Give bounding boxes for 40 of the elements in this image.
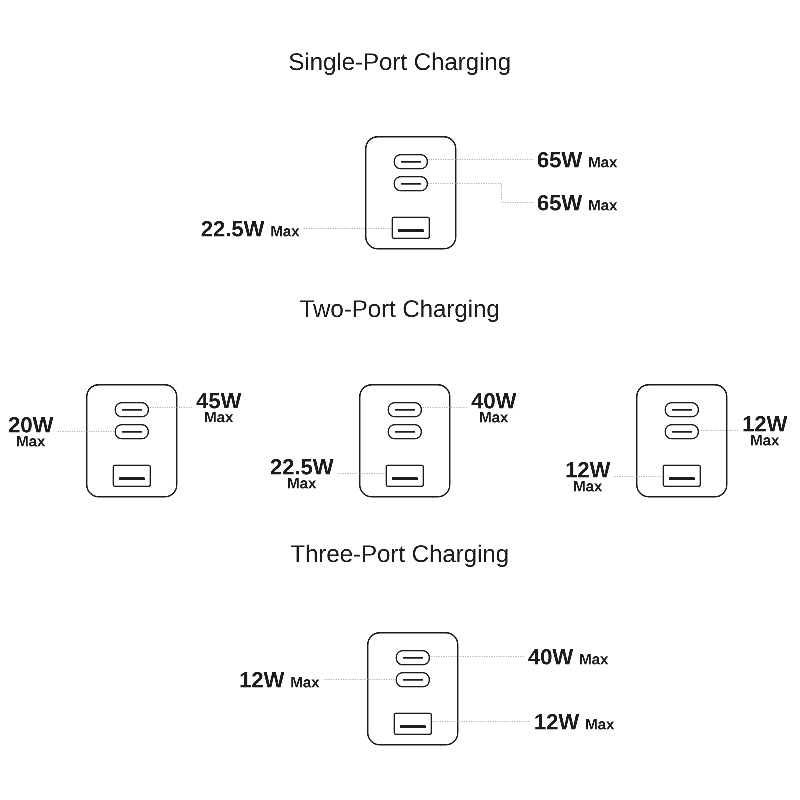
usb-c-port xyxy=(388,424,422,440)
leader-line xyxy=(428,184,534,204)
charger-outline xyxy=(636,384,728,498)
usb-a-port xyxy=(112,464,152,488)
power-label: 65W Max xyxy=(538,152,618,168)
charger-outline xyxy=(359,384,451,498)
power-label: 20W Max xyxy=(9,417,54,447)
usb-a-port xyxy=(392,216,430,240)
usb-a-port xyxy=(662,464,702,488)
power-label: 12W Max xyxy=(240,672,320,688)
power-label: 22.5W Max xyxy=(270,459,334,489)
charger-outline xyxy=(367,632,459,746)
usb-c-port xyxy=(394,154,428,170)
power-label: 40W Max xyxy=(472,393,517,423)
power-label: 22.5W Max xyxy=(202,221,300,237)
power-label: 12W Max xyxy=(536,714,614,730)
usb-c-port xyxy=(394,176,428,192)
usb-c-port xyxy=(664,424,700,440)
section-heading: Three-Port Charging xyxy=(291,544,508,568)
usb-c-port xyxy=(396,672,430,688)
charger-outline xyxy=(365,136,457,250)
usb-c-port xyxy=(396,650,430,666)
section-heading: Two-Port Charging xyxy=(300,300,498,322)
leader-line xyxy=(304,228,392,230)
power-label: 45W Max xyxy=(196,393,242,423)
usb-c-port xyxy=(114,424,150,440)
usb-c-port xyxy=(388,402,422,418)
leader-line xyxy=(698,430,739,432)
section-heading: Single-Port Charging xyxy=(290,52,510,76)
usb-c-port xyxy=(114,402,150,418)
usb-c-port xyxy=(664,402,700,418)
power-label: 40W Max xyxy=(528,649,608,665)
power-label: 65W Max xyxy=(538,195,618,211)
leader-line xyxy=(430,656,524,658)
power-label: 12W Max xyxy=(566,462,611,492)
leader-line xyxy=(614,476,664,478)
usb-a-port xyxy=(386,464,424,488)
usb-a-port xyxy=(394,712,432,736)
charger-outline xyxy=(86,384,178,498)
power-label: 12W Max xyxy=(744,416,788,446)
